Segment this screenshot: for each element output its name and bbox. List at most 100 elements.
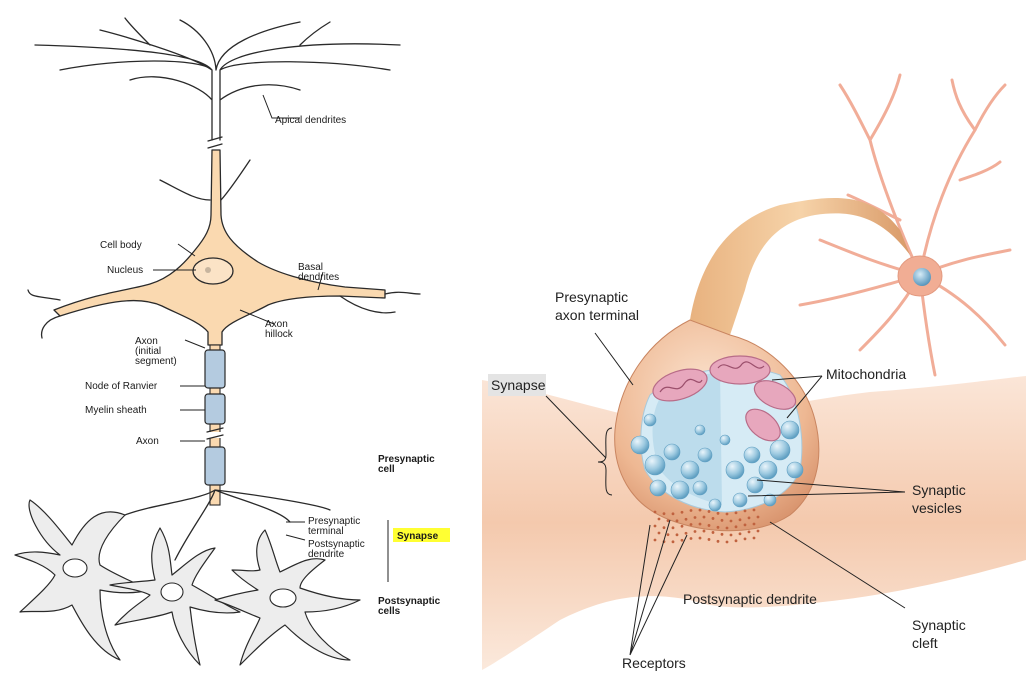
synaptic-vesicle [631,436,649,454]
receptor-dot [744,524,747,527]
postsynaptic-cells-label-2: cells [378,606,401,617]
receptor-dot [735,539,738,542]
receptor-dot [753,509,756,512]
receptor-dot [681,539,684,542]
receptor-dot [717,512,720,515]
synaptic-vesicle [709,499,721,511]
receptor-dot [658,518,661,521]
synaptic-vesicle [650,480,666,496]
receptor-dot [757,530,760,533]
receptor-dot [726,513,729,516]
postsynaptic-dendrite-label: Postsynaptic dendrite [683,591,817,607]
receptor-dot [654,525,657,528]
receptor-dot [748,517,751,520]
receptor-dot [654,511,657,514]
synaptic-vesicle [698,448,712,462]
synaptic-vesicle [726,461,744,479]
synaptic-vesicles-label-1: Synaptic [912,482,966,498]
myelin-sheath-label: Myelin sheath [85,405,147,416]
nucleus [193,258,233,284]
mitochondria-label: Mitochondria [826,366,906,382]
receptor-dot [690,523,693,526]
receptor-dot [694,530,697,533]
synaptic-vesicle [744,447,760,463]
receptor-dot [708,538,711,541]
receptor-dot [739,532,742,535]
axon [205,345,225,505]
receptor-dot [699,509,702,512]
nucleus-label: Nucleus [107,265,143,276]
receptor-dot [757,516,760,519]
receptor-dot [681,511,684,514]
receptor-dot [744,538,747,541]
receptor-dot [703,516,706,519]
receptor-dot [748,531,751,534]
synapse-label-right: Synapse [491,377,546,393]
synaptic-vesicle [664,444,680,460]
receptor-dot [739,518,742,521]
receptor-dot [753,523,756,526]
receptor-dot [672,526,675,529]
axon-stalk [690,198,910,335]
receptor-dot [726,527,729,530]
receptors-label: Receptors [622,655,686,671]
synaptic-vesicle [781,421,799,439]
background-neuron-nucleus [913,268,931,286]
receptor-dot [721,533,724,536]
presynaptic-axon-terminal-label-2: axon terminal [555,307,639,323]
receptor-dot [730,534,733,537]
receptor-dot [699,537,702,540]
receptor-dot [694,516,697,519]
receptor-dot [726,541,729,544]
receptor-dot [712,517,715,520]
node-of-ranvier-label: Node of Ranvier [85,381,158,392]
apical-dendrites-label: Apical dendrites [275,115,346,126]
receptor-dot [667,519,670,522]
presynaptic-axon-terminal-label-1: Presynaptic [555,289,628,305]
synaptic-vesicle [695,425,705,435]
synaptic-vesicle [720,435,730,445]
synaptic-vesicle [645,455,665,475]
receptor-dot [703,530,706,533]
receptor-dot [676,519,679,522]
synaptic-cleft-label-1: Synaptic [912,617,966,633]
receptor-dot [735,525,738,528]
background-neuron [800,75,1010,375]
presynaptic-cell-label-2: cell [378,464,395,475]
receptor-dot [672,512,675,515]
synaptic-vesicle [747,477,763,493]
receptor-dot [663,512,666,515]
synapse-label-left: Synapse [397,531,439,542]
receptor-dot [672,540,675,543]
axon-hillock-label-2: hillock [265,329,294,340]
receptor-dot [708,524,711,527]
receptor-dot [676,533,679,536]
axon-label: Axon [136,436,159,447]
receptor-dot [730,520,733,523]
synaptic-vesicle [787,462,803,478]
receptor-dot [717,540,720,543]
synaptic-vesicle [644,414,656,426]
myelin-sheath-segment [205,447,225,485]
synaptic-vesicle [671,481,689,499]
myelin-sheath-segment [205,394,225,424]
synaptic-vesicle [770,440,790,460]
synaptic-vesicle [759,461,777,479]
cell-body-label: Cell body [100,240,142,251]
receptor-dot [654,539,657,542]
apical-dendrite-tree [35,18,400,148]
synaptic-vesicle [693,481,707,495]
synaptic-vesicles-label-2: vesicles [912,500,962,516]
receptor-dot [699,523,702,526]
synaptic-vesicle [681,461,699,479]
receptor-dot [717,526,720,529]
receptor-dot [712,531,715,534]
neuron-diagram: Apical dendrites Cell body Nucleus Basal… [15,18,450,665]
receptor-dot [685,518,688,521]
postsynaptic-dendrite-label-2: dendrite [308,549,345,560]
receptor-dot [753,537,756,540]
basal-dendrites-label-2: dendrites [298,272,339,283]
receptor-dot [690,509,693,512]
receptor-dot [685,532,688,535]
axon-initial-label-3: segment) [135,356,177,367]
